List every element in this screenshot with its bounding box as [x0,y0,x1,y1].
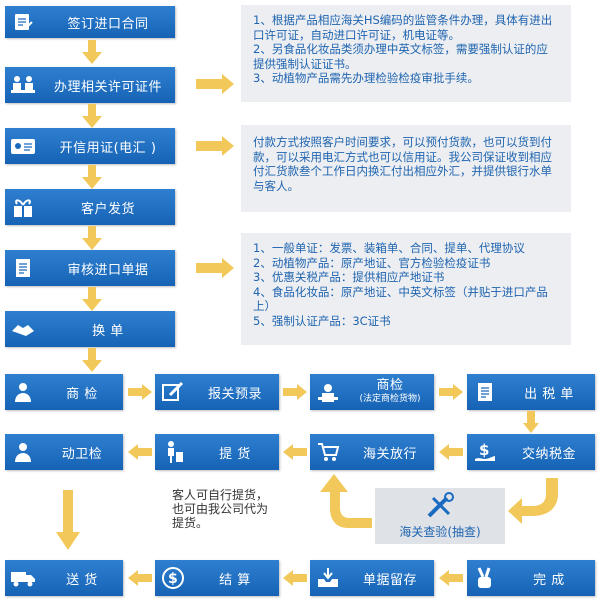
truck-icon [5,560,41,596]
step-exchange-docs: 换 单 [5,311,175,347]
left-arrow [283,570,307,586]
left-arrow [128,570,152,586]
step-legal-inspection: 商检(法定商检货物) [310,374,434,410]
step-complete: 完 成 [467,560,595,596]
note-line: 3、动植物产品需先办理检验检疫审批手续。 [253,71,479,85]
step-sign-contract: 签订进口合同 [5,6,175,38]
meeting-icon [5,67,41,103]
note-line: 2、另食品化妆品类须办理中英文标签，需要强制认证的应提供强制认证证书。 [253,42,548,71]
inbox-download-icon [310,560,346,596]
right-arrow [283,384,307,400]
down-arrow [56,490,80,550]
step-label: 签订进口合同 [67,16,149,32]
step-label: 动卫检 [61,446,103,462]
down-arrow [82,165,102,189]
gift-icon [5,189,41,225]
right-arrow [196,74,234,94]
step-label: 海关放行 [362,446,417,462]
step-label: 送 货 [66,572,98,588]
dollar-icon: $ [155,560,191,596]
traveler-icon [155,434,191,470]
step-license: 办理相关许可证件 [5,67,175,103]
svg-text:$: $ [168,571,178,587]
tools-icon [425,492,455,523]
step-tax-bill: 出 税 单 [467,374,595,410]
note-line: 付款方式按照客户时间要求，可以预付货款，也可以货到付款，可以采用电汇方式也可以信… [253,135,552,193]
note-payment: 付款方式按照客户时间要求，可以预付货款，也可以货到付款，可以采用电汇方式也可以信… [241,125,571,212]
step-label: 办理相关许可证件 [53,79,162,95]
step-label-sub: (法定商检货物) [359,394,421,405]
edit-icon [155,374,191,410]
step-label: 海关查验(抽查) [399,525,481,539]
id-card-icon [5,128,41,164]
step-label: 换 单 [92,323,124,339]
right-arrow [196,258,234,278]
document-icon [467,374,503,410]
down-arrow [82,348,102,372]
right-arrow [196,136,234,156]
step-ship: 客户发货 [5,189,175,225]
down-arrow [82,104,102,128]
note-line: 2、动植物产品：原产地证、官方检验检疫证书 [253,255,491,270]
svg-text:$: $ [479,441,489,459]
step-pay-tax: $ 交纳税金 [467,434,595,470]
pickup-note-text: 客人可自行提货，也可由我公司代为提货。 [172,488,269,530]
step-customs-release: 海关放行 [310,434,434,470]
left-arrow [128,444,152,460]
step-health-quarantine: 动卫检 [5,434,123,470]
step-label: 交纳税金 [521,446,576,462]
document-icon [5,250,41,286]
victory-hand-icon [467,560,503,596]
down-arrow [82,226,102,250]
curved-arrow-to-release [320,474,372,528]
curved-arrow-to-inspection [508,478,558,524]
step-label: 出 税 单 [524,386,574,402]
pickup-note: 客人可自行提货，也可由我公司代为提货。 [160,484,288,540]
step-delivery: 送 货 [5,560,123,596]
step-label: 开信用证(电汇 ) [59,140,157,156]
contract-icon [5,6,41,38]
right-arrow [439,384,463,400]
note-license: 1、根据产品相应海关HS编码的监管条件办理，具体有进出口许可证，自动进口许可证，… [241,5,571,102]
step-label: 提 货 [219,446,251,462]
note-line: 3、优惠关税产品：提供相应产地证书 [253,270,445,284]
step-label: 结 算 [219,572,251,588]
step-label: 单据留存 [362,572,417,588]
step-label: 完 成 [533,572,565,588]
step-letter-of-credit: 开信用证(电汇 ) [5,128,175,164]
step-archive-docs: 单据留存 [310,560,434,596]
note-documents: 1、一般单证：发票、装箱单、合同、提单、代理协议 2、动植物产品：原产地证、官方… [241,233,571,345]
step-review-docs: 审核进口单据 [5,250,175,286]
note-line: 1、根据产品相应海关HS编码的监管条件办理，具体有进出口许可证，自动进口许可证，… [253,13,553,42]
left-arrow [439,570,463,586]
person-icon [5,434,41,470]
step-label: 报关预录 [207,386,262,402]
handshake-icon [5,311,41,347]
down-arrow [82,287,102,311]
right-arrow [128,384,152,400]
step-commodity-inspection: 商 检 [5,374,123,410]
step-customs-inspection: 海关查验(抽查) [375,488,505,544]
note-line: 1、一般单证：发票、装箱单、合同、提单、代理协议 [253,241,525,255]
inspector-icon [5,374,41,410]
step-label: 客户发货 [80,201,135,217]
step-label: 商检(法定商检货物) [346,378,434,405]
left-arrow [283,444,307,460]
dollar-hand-icon: $ [467,434,503,470]
down-arrow [523,411,539,433]
down-arrow [82,40,102,64]
step-settlement: $ 结 算 [155,560,279,596]
note-line: 4、食品化妆品：原产地证、中英文标签（并贴于进口产品上） [253,284,548,314]
step-label: 商 检 [66,386,98,402]
step-pickup: 提 货 [155,434,279,470]
officer-icon [310,374,346,410]
left-arrow [439,444,463,460]
cart-icon [310,434,346,470]
step-label: 审核进口单据 [67,262,149,278]
note-line: 5、强制认证产品：3C证书 [253,313,391,328]
step-label-main: 商检 [376,378,404,394]
step-customs-preentry: 报关预录 [155,374,279,410]
